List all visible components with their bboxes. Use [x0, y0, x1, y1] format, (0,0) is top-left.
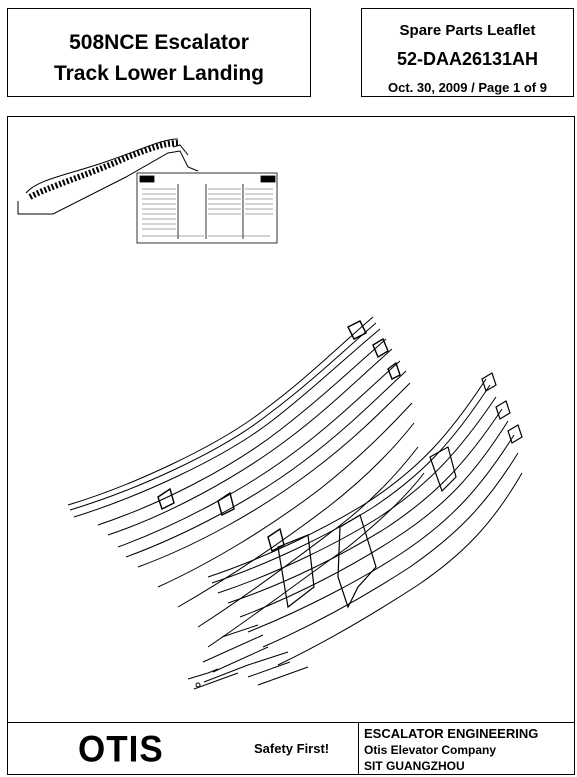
leaflet-date-page: Oct. 30, 2009 / Page 1 of 9 [388, 80, 547, 95]
title-line-2: Track Lower Landing [53, 62, 265, 85]
drawing-area [7, 116, 575, 723]
escalator-outline-icon [17, 138, 199, 215]
company-label: Otis Elevator Company [364, 743, 497, 757]
footer-divider [358, 723, 359, 774]
safety-slogan: Safety First! [254, 741, 330, 756]
department-label: ESCALATOR ENGINEERING [364, 726, 539, 741]
lower-landing-rails [187, 661, 309, 690]
data-plate [136, 172, 278, 244]
leaflet-label: Spare Parts Leaflet [399, 22, 536, 39]
leaflet-number: 52-DAA26131AH [396, 49, 539, 69]
track-drawing [17, 138, 523, 690]
title-line-1: 508NCE Escalator [69, 31, 249, 54]
right-track-assembly [202, 372, 523, 673]
left-track-assembly [67, 316, 425, 683]
footer: OTIS Safety First! ESCALATOR ENGINEERING… [7, 722, 575, 775]
site-label: SIT GUANGZHOU [364, 759, 465, 773]
otis-logo: OTIS [78, 729, 164, 770]
leaflet-info-box: Spare Parts Leaflet 52-DAA26131AH Oct. 3… [361, 8, 574, 97]
title-box: 508NCE Escalator Track Lower Landing [7, 8, 311, 97]
